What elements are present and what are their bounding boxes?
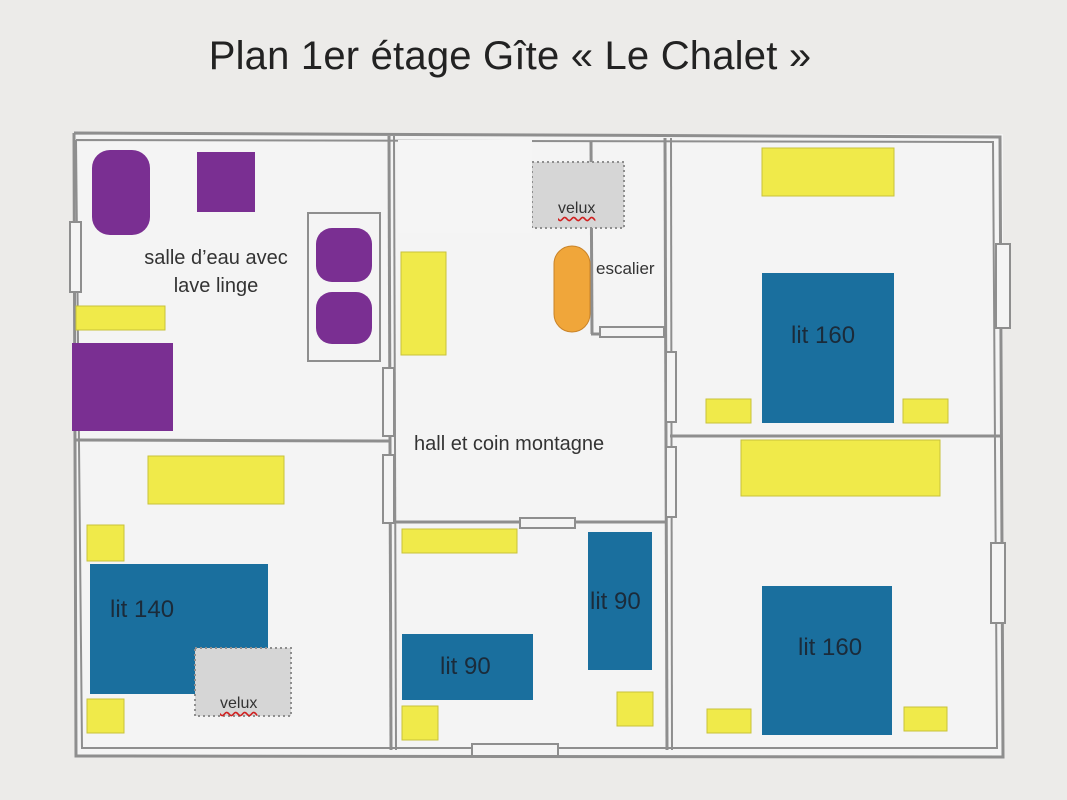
skylight-bottom: [194, 647, 292, 717]
shower-tray: [72, 343, 173, 431]
nightstand-top-right-right: [902, 398, 949, 424]
wardrobe-top-right: [761, 147, 895, 197]
bed-label-middle-a: lit 90: [440, 653, 491, 680]
interior-walls: [75, 135, 1000, 751]
skylight-label-bottom: velux: [220, 695, 258, 712]
toilet: [92, 150, 150, 235]
wall-openings: [69, 221, 1011, 757]
redacted-area: [398, 140, 532, 233]
bed-label-bottom-left: lit 140: [110, 596, 175, 623]
hall-bench: [400, 251, 447, 356]
nightstand-middle-left: [401, 705, 439, 741]
door-left-bedroom: [382, 454, 395, 524]
plan-title: Plan 1er étage Gîte « Le Chalet »: [208, 34, 812, 78]
window-bottom-middle: [471, 743, 559, 757]
nightstand-bottom-right-left: [706, 708, 752, 734]
wall-bathroom-bedroom: [75, 438, 391, 443]
door-right-bottom: [665, 446, 677, 518]
washing-machine: [75, 305, 166, 331]
bed-middle-a: [402, 634, 533, 700]
skylight-label-top: velux: [558, 200, 596, 217]
window-right-top: [995, 243, 1011, 329]
shower-enclosure: [307, 212, 381, 362]
outer-walls: [72, 131, 1005, 759]
bathroom-fixtures: [72, 150, 372, 431]
bed-bottom-right: [762, 586, 892, 735]
sink-cabinet: [197, 152, 255, 212]
nightstand-bottom-left-bottom: [86, 698, 125, 734]
bathroom-label-line2: lave linge: [173, 275, 259, 297]
bed-label-middle-b: lit 90: [590, 588, 641, 615]
washbasin-2: [316, 292, 372, 344]
furniture: [75, 147, 949, 741]
nightstand-bottom-left-top: [86, 524, 125, 562]
nightstand-bottom-right-right: [903, 706, 948, 732]
door-right-top: [665, 351, 677, 423]
bathroom-label-line1: salle d’eau avec: [144, 247, 288, 269]
nightstand-top-right-left: [705, 398, 752, 424]
bed-label-bottom-right: lit 160: [798, 634, 863, 661]
wall-left-middle: [387, 135, 393, 751]
wardrobe-bottom-right: [740, 439, 941, 497]
door-stairs: [599, 326, 665, 338]
hall-label: hall et coin montagne: [414, 433, 605, 455]
washbasin-1: [316, 228, 372, 282]
nightstand-middle-right: [616, 691, 654, 727]
window-bathroom: [69, 221, 82, 293]
door-middle-bedroom: [519, 517, 576, 529]
shelf-middle-bedroom: [401, 528, 518, 554]
skylight-top: [531, 161, 625, 229]
bed-middle-b: [588, 532, 652, 670]
bed-top-right: [762, 273, 894, 423]
stairs-label: escalier: [596, 259, 655, 278]
skylights: [194, 161, 625, 717]
wall-middle-right: [663, 137, 669, 751]
door-bathroom: [382, 367, 395, 437]
bed-label-top-right: lit 160: [791, 322, 856, 349]
wardrobe-bottom-left: [147, 455, 285, 505]
stair-fixture: [553, 245, 591, 333]
window-right-bottom: [990, 542, 1006, 624]
